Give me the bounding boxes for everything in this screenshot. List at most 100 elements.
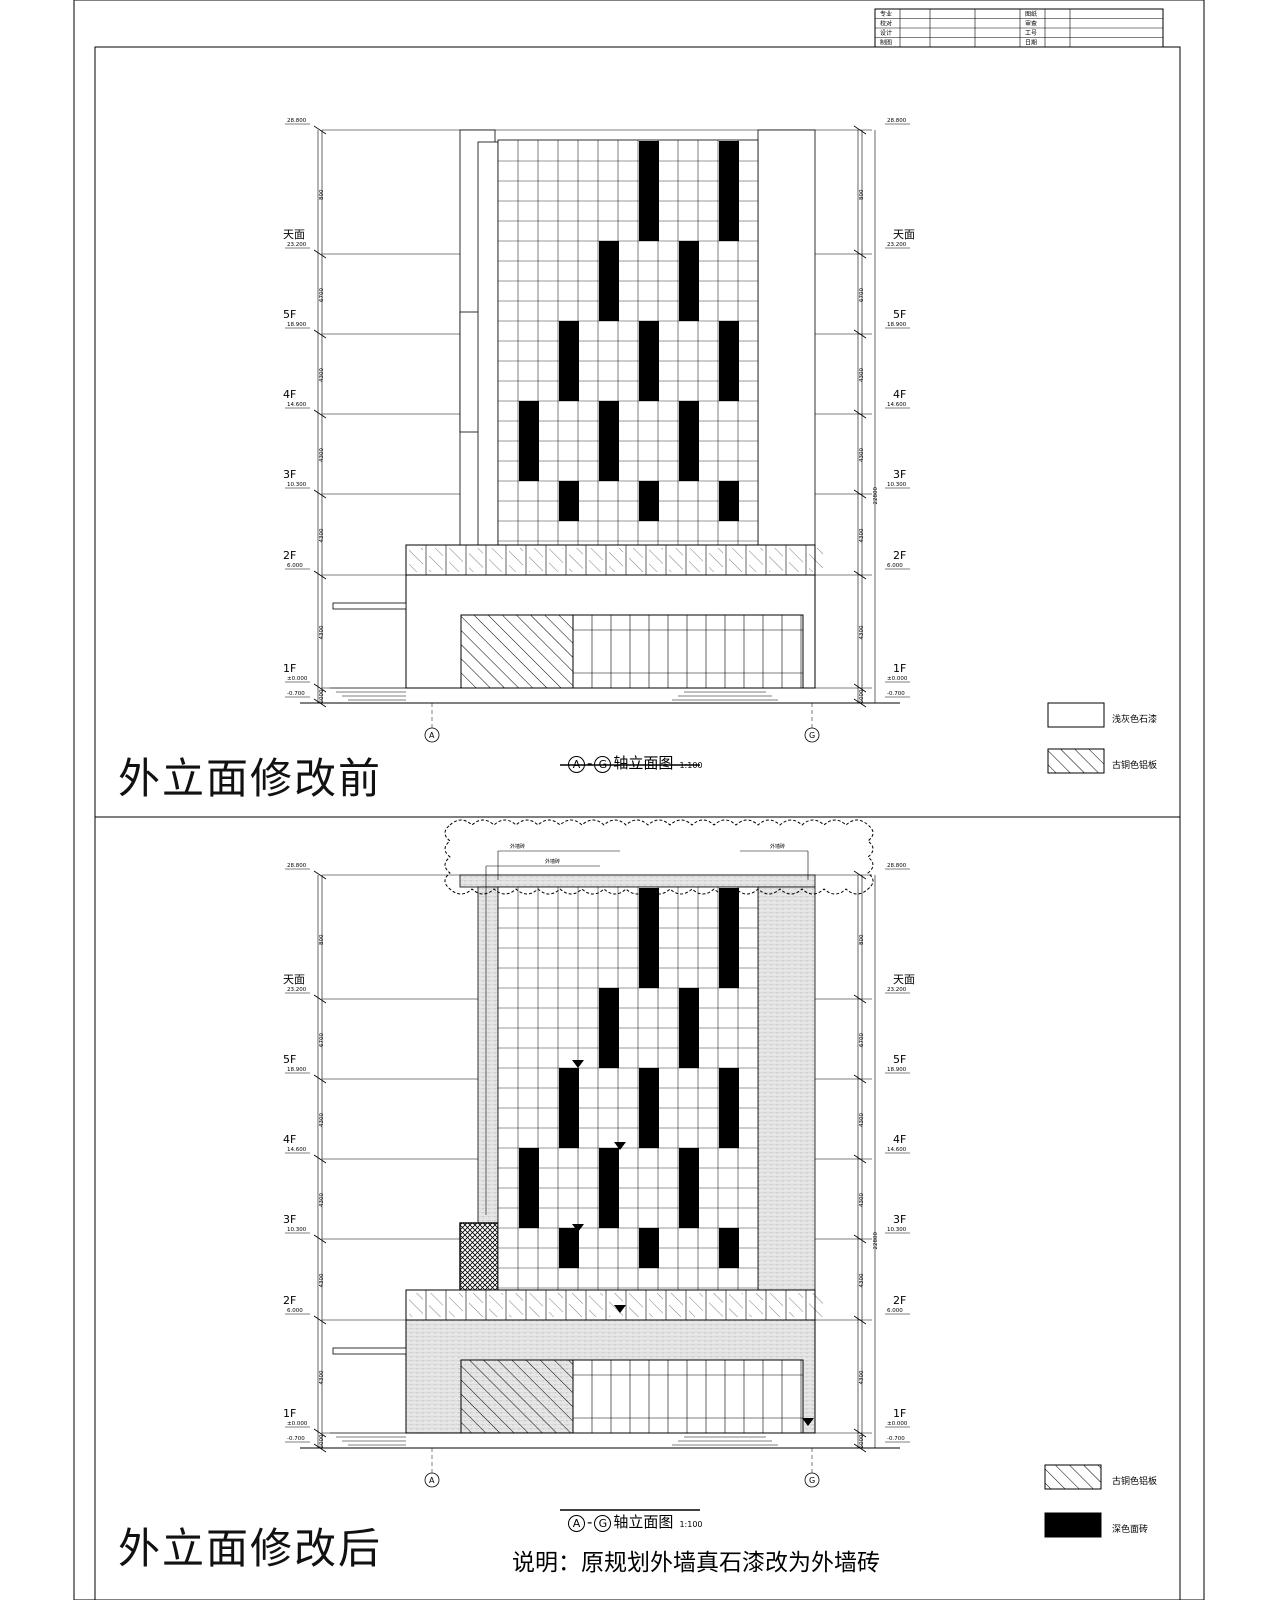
dark-louver — [639, 481, 659, 521]
level-elevation-left: 23.200 — [287, 242, 307, 248]
canopy-hatch — [649, 1293, 663, 1317]
axis-a-bubble: A — [568, 1515, 585, 1532]
dimension-tick — [313, 1154, 327, 1164]
floor-label-right: 天面 — [893, 228, 915, 241]
dimension-text: 6000 — [319, 689, 325, 703]
floor-label-right: 5F — [893, 308, 906, 321]
cloud-tag: 外墙砖 — [770, 843, 785, 850]
axis-label: A — [429, 731, 435, 740]
dark-louver — [679, 401, 699, 481]
dimension-tick — [853, 1154, 867, 1164]
dimension-tick — [853, 329, 867, 339]
dark-louver — [679, 1148, 699, 1228]
level-elevation-left: -0.700 — [287, 1436, 305, 1442]
dimension-text: 4300 — [859, 625, 865, 639]
dimension-text: 4300 — [319, 528, 325, 542]
canopy-hatch — [649, 548, 663, 572]
canopy-hatch — [549, 548, 563, 572]
dark-louver — [639, 1228, 659, 1268]
canopy-hatch — [769, 548, 783, 572]
canopy-hatch — [709, 548, 723, 572]
canopy-hatch — [569, 1293, 583, 1317]
canopy-hatch — [729, 1293, 743, 1317]
floor-label-left: 4F — [283, 1133, 296, 1146]
legend-before-swatch — [1047, 702, 1105, 728]
level-elevation-right: 28.800 — [887, 863, 907, 869]
level-elevation-left: 14.600 — [287, 1147, 307, 1153]
canopy-hatch — [489, 548, 503, 572]
dimension-tick — [313, 249, 327, 259]
dimension-tick — [313, 1234, 327, 1244]
title-block-cell: 图纸 — [1025, 10, 1037, 18]
floor-label-right: 2F — [893, 549, 906, 562]
floor-label-left: 1F — [283, 662, 296, 675]
dimension-tick — [313, 409, 327, 419]
canopy-hatch — [749, 548, 763, 572]
title-block-cell: 专业 — [880, 10, 892, 18]
dark-louver — [639, 888, 659, 988]
bronze-panel — [460, 1359, 574, 1434]
caption-before: 外立面修改前 — [118, 754, 383, 803]
canopy-hatch — [809, 1293, 823, 1317]
level-elevation-right: 6.000 — [887, 563, 903, 569]
floor-label-left: 3F — [283, 468, 296, 481]
canopy-hatch — [709, 1293, 723, 1317]
dimension-text: 4300 — [859, 1193, 865, 1207]
title-block-cell: 制图 — [880, 39, 892, 47]
title-block-cell: 校对 — [880, 20, 892, 28]
axis-a-bubble: A — [568, 756, 585, 773]
dimension-tick — [313, 683, 327, 693]
dark-louver — [559, 1228, 579, 1268]
canopy-hatch — [469, 1293, 483, 1317]
dark-louver — [519, 1148, 539, 1228]
revision-note: 说明：原规划外墙真石漆改为外墙砖 — [512, 1550, 880, 1576]
level-elevation-left: 10.300 — [287, 482, 307, 488]
canopy-hatch — [629, 548, 643, 572]
dimension-tick — [313, 125, 327, 135]
storefront — [572, 614, 804, 689]
floor-label-left: 3F — [283, 1213, 296, 1226]
left-pier — [477, 141, 499, 546]
dimension-text: 6700 — [319, 288, 325, 302]
level-elevation-left: ±0.000 — [287, 1421, 308, 1427]
dimension-tick — [313, 1315, 327, 1325]
legend-before-label-1: 浅灰色石漆 — [1112, 715, 1158, 725]
floor-label-right: 1F — [893, 1407, 906, 1420]
floor-label-left: 1F — [283, 1407, 296, 1420]
level-elevation-left: 18.900 — [287, 1067, 307, 1073]
dark-louver — [679, 988, 699, 1068]
canopy-hatch — [589, 548, 603, 572]
dimension-tick — [313, 329, 327, 339]
dimension-text: 4300 — [319, 1273, 325, 1287]
floor-label-left: 天面 — [283, 228, 305, 241]
floor-label-left: 5F — [283, 308, 296, 321]
axis-bubble — [424, 1472, 440, 1488]
canopy-hatch — [449, 1293, 463, 1317]
dimension-text: 6700 — [859, 288, 865, 302]
dark-louver — [719, 321, 739, 401]
dimension-tick — [853, 249, 867, 259]
legend-before-swatch — [1047, 748, 1105, 774]
triangle-marker — [802, 1418, 814, 1426]
dark-louver — [599, 401, 619, 481]
storefront — [572, 1359, 804, 1434]
level-elevation-right: -0.700 — [887, 1436, 905, 1442]
title-block: 专业图纸校对审查设计工号制图日期 — [874, 8, 1164, 48]
level-elevation-right: ±0.000 — [887, 676, 908, 682]
cloud-tag: 外墙砖 — [510, 843, 525, 850]
canopy-hatch — [449, 548, 463, 572]
level-elevation-right: 18.900 — [887, 322, 907, 328]
legend-after-swatch — [1044, 1464, 1102, 1490]
dimension-tick — [853, 994, 867, 1004]
triangle-marker — [614, 1305, 626, 1313]
axis-label: G — [809, 1476, 815, 1485]
dark-louver — [599, 241, 619, 321]
level-elevation-left: 28.800 — [287, 118, 307, 124]
canopy-hatch — [529, 1293, 543, 1317]
dark-louver — [639, 1068, 659, 1148]
legend-before-label-2: 古铜色铝板 — [1112, 761, 1158, 771]
dark-louver — [719, 141, 739, 241]
